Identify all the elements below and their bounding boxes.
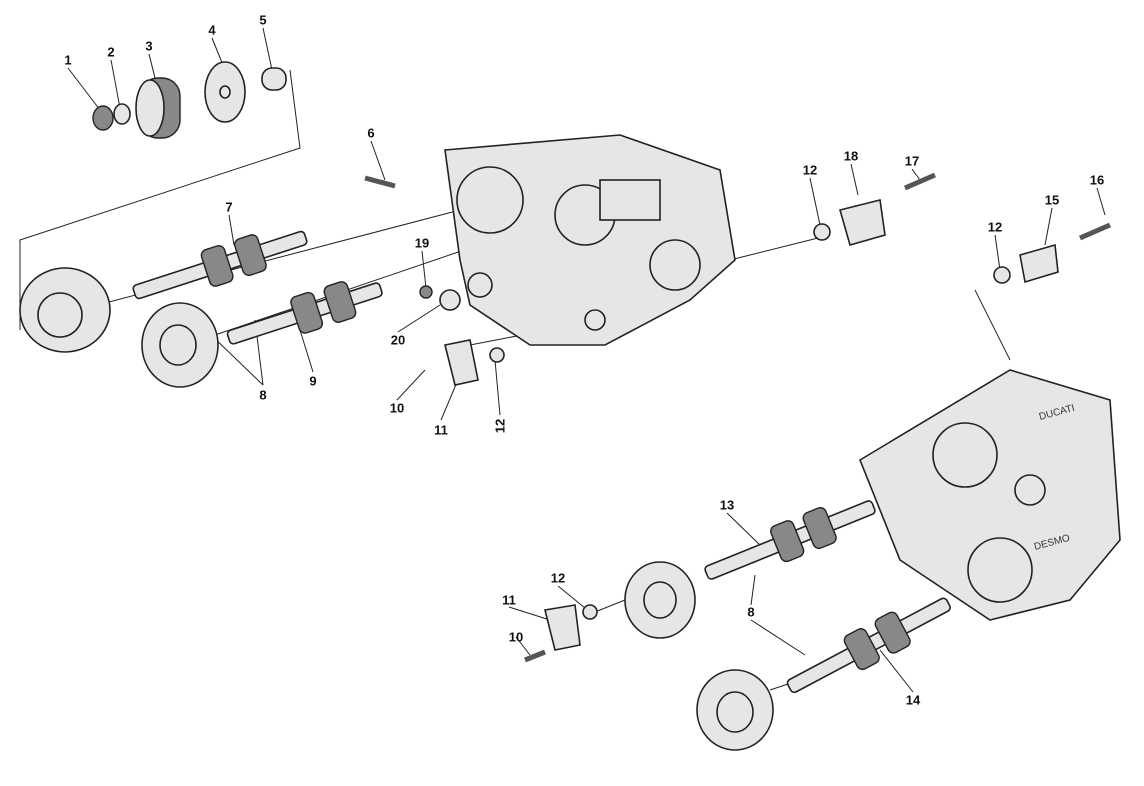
pulley-assembly [92,61,287,139]
callout-6: 6 [367,125,375,141]
callout-8: 8 [259,387,267,403]
callout-16: 16 [1089,172,1105,188]
callout-18: 18 [843,148,859,164]
camshaft-14 [786,597,951,694]
callout-3: 3 [145,38,153,54]
callout-9: 9 [309,373,317,389]
camshaft-13 [704,500,876,580]
callout-10: 10 [508,629,524,645]
callout-10: 10 [389,400,405,416]
callout-15: 15 [1044,192,1060,208]
callout-12: 12 [802,162,818,178]
callout-11: 11 [434,422,448,438]
cylinder-head-horizontal [364,134,736,346]
callout-7: 7 [225,199,233,215]
callout-20: 20 [390,332,406,348]
callout-8: 8 [747,604,755,620]
callout-19: 19 [414,235,430,251]
callout-5: 5 [259,12,267,28]
callout-12: 12 [550,570,566,586]
camshaft-7 [132,230,308,300]
callout-4: 4 [208,22,216,38]
callout-1: 1 [64,52,72,68]
tensioners [813,172,1111,284]
callout-14: 14 [905,692,921,708]
covers-bottom [524,561,774,751]
camshaft-9 [226,281,383,345]
callout-17: 17 [904,153,920,169]
cylinder-head-vertical: DUCATI DESMO [859,369,1121,621]
callout-11: 11 [502,592,516,608]
leader-lines [19,27,1106,693]
callout-12: 12 [492,418,508,434]
callout-13: 13 [719,497,735,513]
callout-12: 12 [987,219,1003,235]
covers-left [19,267,505,388]
callout-2: 2 [107,44,115,60]
